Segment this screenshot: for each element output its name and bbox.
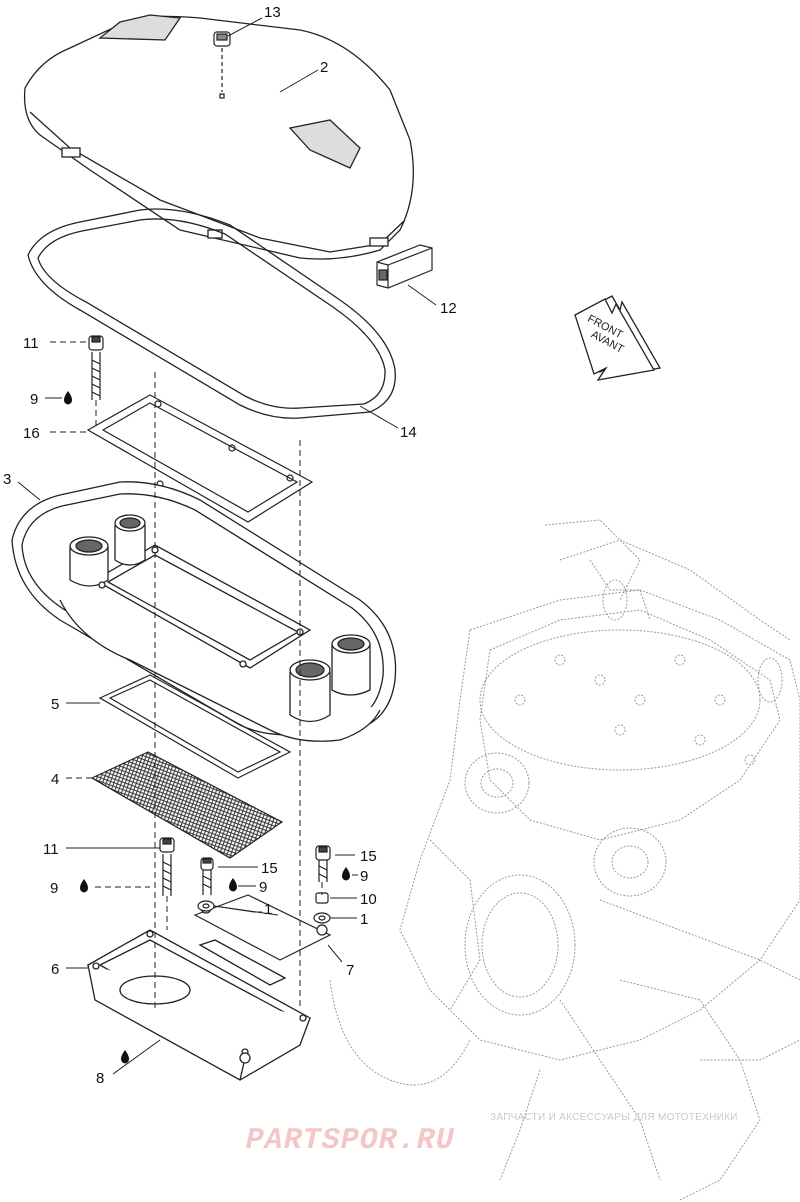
part-2-cover [23,14,414,260]
callout-1: 1 [264,901,272,918]
part-5-gasket [98,674,292,779]
callout-9: 9 [360,868,368,885]
callout-labels: 13 2 12 11 9 16 14 3 5 4 11 9 15 9 15 9 … [3,4,457,1087]
drop-icon [64,391,72,405]
callout-9: 9 [259,879,267,896]
part-4-screen [90,751,284,859]
drop-icon [80,879,88,893]
callout-15: 15 [261,860,278,877]
watermark-logo: PARTSPOR.RU [242,1124,458,1158]
callout-16: 16 [23,425,40,442]
callout-14: 14 [400,424,417,441]
part-6-housing [86,929,312,1081]
part-12-clip [376,244,433,289]
callout-5: 5 [51,696,59,713]
callout-10: 10 [360,891,377,908]
sealant-drop-icons [64,391,350,1064]
part-3-airbox-base [11,481,397,742]
watermark: ЗАПЧАСТИ И АКСЕССУАРЫ ДЛЯ МОТОТЕХНИКИ PA… [242,1112,738,1158]
callout-9: 9 [30,391,38,408]
callout-4: 4 [51,771,59,788]
callout-7: 7 [346,962,354,979]
callout-6: 6 [51,961,59,978]
callout-9: 9 [50,880,58,897]
engine-illustration [329,519,800,1201]
callout-1: 1 [360,911,368,928]
drop-icon [229,878,237,892]
callout-2: 2 [320,59,328,76]
callout-15: 15 [360,848,377,865]
callout-11: 11 [43,841,59,858]
drop-icon [121,1050,129,1064]
drop-icon [342,867,350,881]
callout-12: 12 [440,300,457,317]
callout-13: 13 [264,4,281,21]
watermark-tagline: ЗАПЧАСТИ И АКСЕССУАРЫ ДЛЯ МОТОТЕХНИКИ [490,1112,738,1123]
part-14-gasket [27,208,396,419]
callout-11: 11 [23,335,39,352]
assembly-guides [95,372,323,1010]
callout-3: 3 [3,471,11,488]
callout-8: 8 [96,1070,104,1087]
leader-lines [17,17,437,1075]
front-direction-arrow: FRONT AVANT [574,295,662,381]
part-13-fastener [213,31,231,99]
